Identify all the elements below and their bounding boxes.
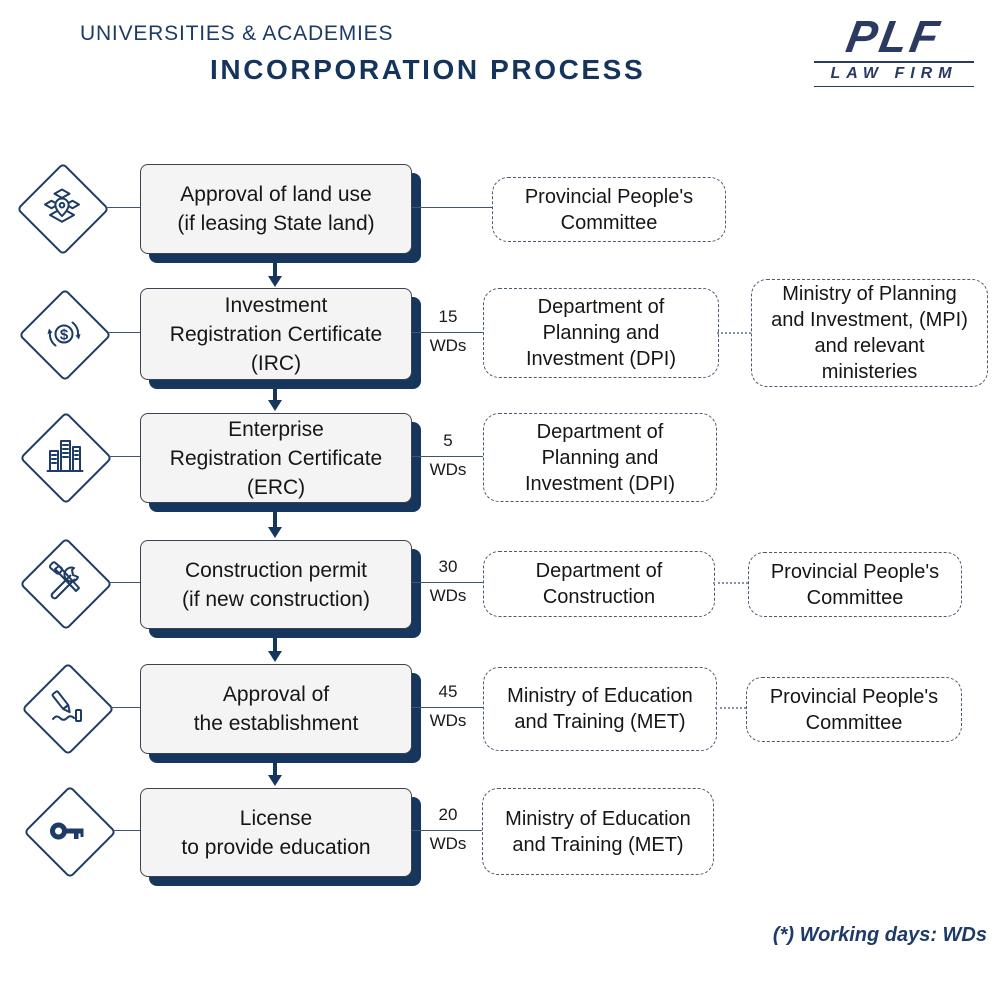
- step-2-diamond: $: [18, 288, 112, 382]
- connector-line: [412, 207, 493, 208]
- step-4-diamond: [19, 537, 113, 631]
- step-5-secondary-box: Provincial People's Committee: [746, 677, 962, 742]
- signature-icon: [51, 690, 82, 722]
- step-3-box: Enterprise Registration Certificate (ERC…: [140, 413, 412, 503]
- step-1-title: Approval of land use (if leasing State l…: [177, 183, 375, 235]
- step-5-duration-unit: WDs: [429, 711, 467, 730]
- step-3-duration-unit: WDs: [429, 460, 467, 479]
- step-2-title: Investment Registration Certificate (IRC…: [169, 293, 383, 375]
- step-2-authority: Department of Planning and Investment (D…: [525, 296, 677, 370]
- connector-line: [108, 582, 141, 583]
- connector-line: [110, 707, 141, 708]
- step-2-secondary-box: Ministry of Planning and Investment, (MP…: [751, 279, 988, 387]
- connector-line: [412, 707, 484, 708]
- connector-line: [112, 830, 141, 831]
- step-5-secondary: Provincial People's Committee: [769, 685, 939, 734]
- step-5-box: Approval of the establishment: [140, 664, 412, 754]
- land-use-icon: [44, 188, 80, 223]
- step-1-box: Approval of land use (if leasing State l…: [140, 164, 412, 254]
- logo-wordmark: PLF: [842, 11, 946, 62]
- flow-arrow-down: [268, 507, 282, 538]
- step-2-authority-box: Department of Planning and Investment (D…: [483, 288, 719, 378]
- logo-divider: [814, 61, 974, 63]
- step-4-secondary-box: Provincial People's Committee: [748, 552, 962, 617]
- working-days-note: (*) Working days: WDs: [772, 924, 987, 946]
- key-icon: [50, 822, 84, 840]
- step-1-authority-box: Provincial People's Committee: [492, 177, 726, 242]
- logo-divider: [814, 86, 974, 87]
- step-4-duration-value: 30: [438, 557, 458, 576]
- step-5-authority: Ministry of Education and Training (MET): [507, 685, 693, 733]
- page-title: INCORPORATION PROCESS: [210, 54, 646, 85]
- step-5-diamond: [21, 662, 115, 756]
- step-6-title: License to provide education: [181, 806, 371, 859]
- step-1-authority: Provincial People's Committee: [524, 185, 694, 234]
- step-4-duration-unit: WDs: [429, 586, 467, 605]
- step-6-authority: Ministry of Education and Training (MET): [505, 807, 691, 856]
- step-6-duration-unit: WDs: [429, 834, 467, 853]
- dotted-connector-line: [715, 707, 746, 709]
- step-4-secondary: Provincial People's Committee: [770, 560, 940, 609]
- connector-line: [412, 582, 483, 583]
- connector-line: [108, 456, 141, 457]
- step-6-duration-value: 20: [438, 805, 458, 824]
- investment-cycle-icon: $: [47, 321, 81, 347]
- construction-tools-icon: [48, 561, 80, 600]
- step-3-duration-value: 5: [443, 431, 453, 450]
- step-4-box: Construction permit (if new construction…: [140, 540, 412, 629]
- plf-law-firm-logo: PLF LAW FIRM: [812, 11, 976, 88]
- buildings-icon: [46, 440, 84, 472]
- dotted-connector-line: [713, 582, 748, 584]
- step-2-duration-unit: WDs: [429, 336, 467, 355]
- step-4-authority: Department of Construction: [535, 560, 663, 608]
- connector-line: [412, 332, 484, 333]
- step-5-title: Approval of the establishment: [193, 683, 359, 735]
- connector-line: [106, 207, 141, 208]
- connector-line: [412, 456, 484, 457]
- flow-arrow-down: [268, 758, 282, 786]
- step-6-authority-box: Ministry of Education and Training (MET): [482, 788, 714, 875]
- svg-text:$: $: [60, 327, 69, 344]
- step-5-authority-box: Ministry of Education and Training (MET): [483, 667, 717, 751]
- dotted-connector-line: [717, 332, 751, 334]
- flow-arrow-down: [268, 633, 282, 662]
- logo-subtitle: LAW FIRM: [830, 65, 958, 82]
- step-4-authority-box: Department of Construction: [483, 551, 715, 617]
- step-6-diamond: [23, 785, 117, 879]
- step-3-diamond: [19, 411, 113, 505]
- connector-line: [412, 830, 483, 831]
- header-kicker: UNIVERSITIES & ACADEMIES: [80, 22, 394, 45]
- flow-arrow-down: [268, 257, 282, 287]
- flow-arrow-down: [268, 384, 282, 411]
- step-2-secondary: Ministry of Planning and Investment, (MP…: [771, 283, 968, 383]
- step-6-box: License to provide education: [140, 788, 412, 877]
- step-3-authority-box: Department of Planning and Investment (D…: [483, 413, 717, 502]
- step-2-box: Investment Registration Certificate (IRC…: [140, 288, 412, 380]
- step-4-title: Construction permit (if new construction…: [182, 558, 370, 611]
- connector-line: [108, 332, 141, 333]
- step-5-duration-value: 45: [438, 682, 458, 701]
- step-2-duration-value: 15: [438, 307, 458, 326]
- step-3-authority: Department of Planning and Investment (D…: [524, 420, 676, 495]
- step-3-title: Enterprise Registration Certificate (ERC…: [169, 417, 383, 499]
- step-1-diamond: [16, 162, 110, 256]
